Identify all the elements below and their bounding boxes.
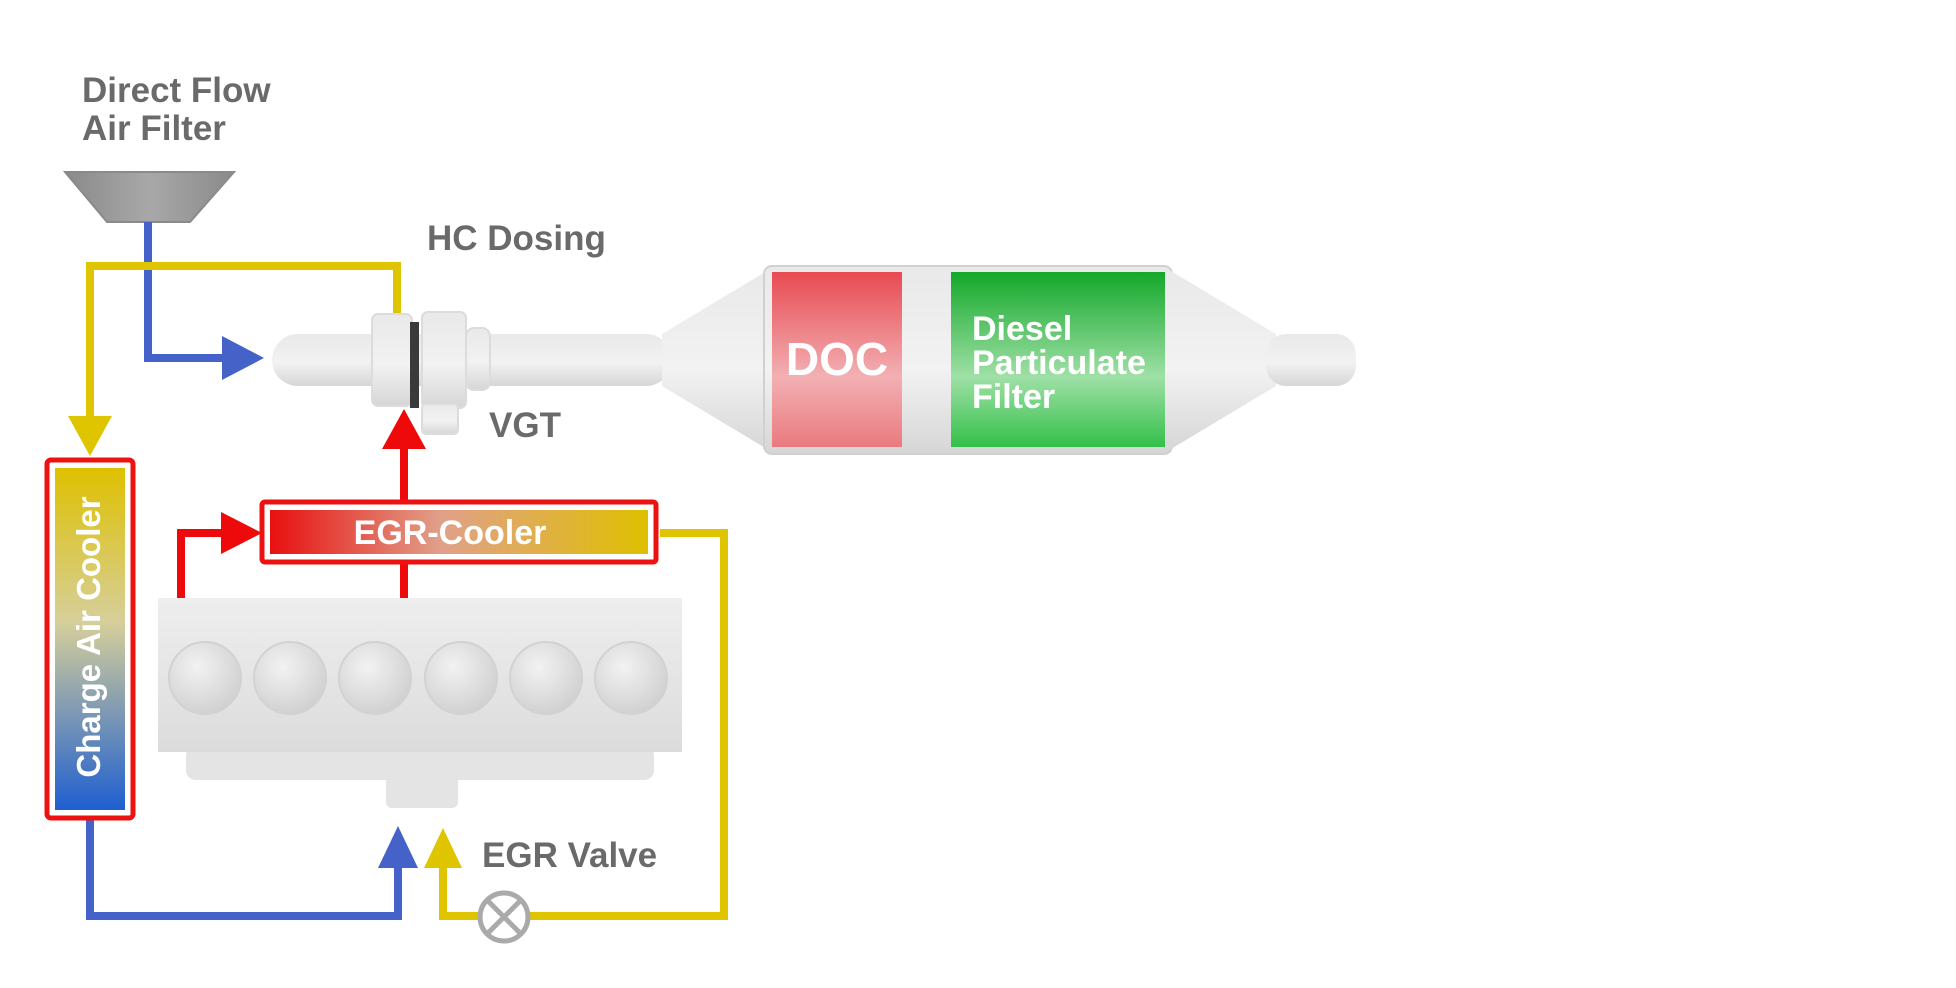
six-cylinder-engine-icon bbox=[158, 598, 682, 808]
doc-block bbox=[772, 272, 902, 447]
cooled-charge-air-line bbox=[86, 818, 402, 920]
egr-valve-label: EGR Valve bbox=[482, 836, 657, 875]
valve-x-icon bbox=[477, 890, 531, 944]
egr-cooler-label: EGR-Cooler bbox=[354, 514, 547, 552]
charge-air-inlet-arrow bbox=[378, 826, 418, 868]
funnel-icon bbox=[62, 171, 237, 223]
charge-air-arrow bbox=[68, 416, 112, 456]
dpf-label-line3: Filter bbox=[972, 378, 1055, 416]
dpf-block bbox=[951, 272, 1165, 447]
charge-air-cooler-label: Charge Air Cooler bbox=[70, 496, 107, 777]
dpf-label-line2: Particulate bbox=[972, 344, 1146, 382]
dpf-label-line1: Diesel bbox=[972, 310, 1072, 348]
egr-cooler bbox=[259, 499, 659, 565]
hc-dosing-label: HC Dosing bbox=[427, 219, 606, 258]
air-filter-label-line1: Direct Flow bbox=[82, 71, 271, 110]
egr-return-arrow bbox=[424, 828, 462, 868]
exhaust-line-to-egr bbox=[177, 529, 224, 598]
charge-air-cooler bbox=[44, 457, 136, 821]
egr-return-line bbox=[439, 529, 728, 920]
air-filter bbox=[62, 171, 237, 223]
turbocharger-icon bbox=[371, 311, 491, 435]
exhaust-arrow-up bbox=[382, 409, 426, 449]
charge-air-line bbox=[86, 262, 401, 420]
fresh-air-arrow bbox=[222, 336, 264, 380]
fresh-air-line bbox=[144, 222, 225, 362]
doc-label: DOC bbox=[786, 333, 888, 385]
egr-inlet-arrow bbox=[221, 512, 262, 554]
air-filter-label-line2: Air Filter bbox=[82, 109, 226, 148]
vgt-label: VGT bbox=[489, 406, 561, 445]
